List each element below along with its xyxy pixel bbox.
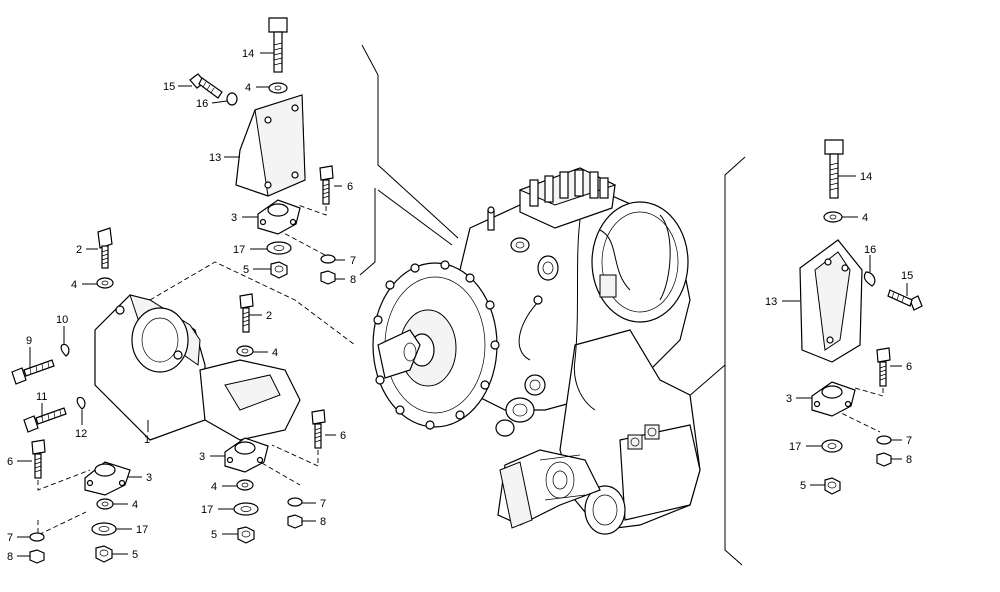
callout-2-left: 2 [76, 244, 82, 256]
callout-17-upper-left: 17 [233, 244, 245, 256]
callout-3-center: 3 [199, 451, 205, 463]
callout-8-center: 8 [320, 516, 326, 528]
upper-left-mount-group [189, 17, 336, 285]
callout-7-upper-left: 7 [350, 255, 356, 267]
callout-1: 1 [144, 434, 150, 446]
callout-7-right: 7 [906, 435, 912, 447]
callout-13-upper-left: 13 [209, 152, 221, 164]
left-mount-group [11, 227, 356, 564]
callout-7-center: 7 [320, 498, 326, 510]
callout-4-center: 4 [272, 347, 278, 359]
callout-2-center: 2 [266, 310, 272, 322]
callout-11: 11 [36, 391, 47, 403]
callout-9: 9 [26, 335, 32, 347]
callout-15-upper-left: 15 [163, 81, 175, 93]
callout-17-center: 17 [201, 504, 213, 516]
callout-15-right: 15 [901, 270, 913, 282]
leader-lines [17, 52, 908, 557]
callout-4-left: 4 [71, 279, 77, 291]
callout-14-right: 14 [860, 171, 872, 183]
callout-17-lower-left: 17 [136, 524, 148, 536]
callout-8-lower-left: 8 [7, 551, 13, 563]
callout-5-upper-left: 5 [243, 264, 249, 276]
callout-12: 12 [75, 428, 87, 440]
callout-13-right: 13 [765, 296, 777, 308]
callout-4-upper-left: 4 [245, 82, 251, 94]
callout-10: 10 [56, 314, 68, 326]
callout-16-right: 16 [864, 244, 876, 256]
callout-8-right: 8 [906, 454, 912, 466]
transmission-assembly [359, 44, 746, 566]
callout-6-lower-left: 6 [7, 456, 13, 468]
callout-17-right: 17 [789, 441, 801, 453]
callout-4-center-lower: 4 [211, 481, 217, 493]
callout-14-upper-left: 14 [242, 48, 254, 60]
callout-3-lower-left: 3 [146, 472, 152, 484]
callout-labels: 14 4 15 16 13 6 3 17 5 7 8 2 4 10 9 11 1… [7, 48, 913, 563]
callout-3-upper-left: 3 [231, 212, 237, 224]
callout-3-right: 3 [786, 393, 792, 405]
right-mount-group [799, 139, 923, 495]
callout-8-upper-left: 8 [350, 274, 356, 286]
callout-4-lower-left: 4 [132, 499, 138, 511]
callout-6-center: 6 [340, 430, 346, 442]
callout-5-center: 5 [211, 529, 217, 541]
callout-4-right: 4 [862, 212, 868, 224]
callout-6-right: 6 [906, 361, 912, 373]
callout-7-lower-left: 7 [7, 532, 13, 544]
callout-6-upper-left: 6 [347, 181, 353, 193]
callout-16-upper-left: 16 [196, 98, 208, 110]
callout-5-right: 5 [800, 480, 806, 492]
callout-5-lower-left: 5 [132, 549, 138, 561]
